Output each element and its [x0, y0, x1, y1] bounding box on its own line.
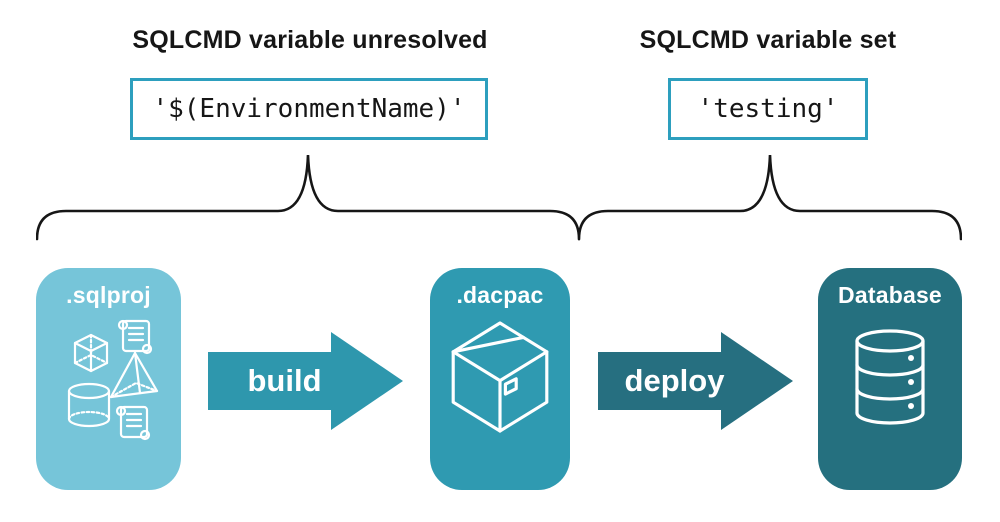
- deploy-arrow: deploy: [598, 332, 793, 430]
- cube-icon: [73, 333, 108, 373]
- caption-unresolved-title: SQLCMD variable unresolved: [132, 26, 488, 54]
- caption-set-title: SQLCMD variable set: [639, 26, 897, 54]
- script-scroll-icon: [117, 319, 152, 355]
- build-arrow-shape: [208, 332, 403, 430]
- script-scroll-icon: [115, 405, 150, 441]
- right-curly-brace: [578, 149, 962, 241]
- right-curly-brace-shape: [578, 154, 962, 241]
- package-icon: [446, 315, 554, 439]
- stage-card-database: Database: [818, 268, 962, 490]
- database-label: Database: [838, 282, 942, 308]
- sql-project-objects-icon: [59, 315, 159, 445]
- stage-card-sqlproj: .sqlproj: [36, 268, 181, 490]
- left-curly-brace: [36, 149, 580, 241]
- code-box-testing-value: 'testing': [668, 78, 868, 140]
- code-box-environment-variable: '$(EnvironmentName)': [130, 78, 488, 140]
- stage-card-dacpac: .dacpac: [430, 268, 570, 490]
- environment-variable-code-text: '$(EnvironmentName)': [152, 94, 466, 124]
- testing-value-code-text: 'testing': [697, 94, 839, 124]
- build-arrow: build: [208, 332, 403, 430]
- cylinder-icon: [67, 382, 110, 428]
- left-curly-brace-shape: [36, 154, 580, 241]
- build-arrow-label: build: [247, 363, 322, 398]
- deploy-arrow-shape: [598, 332, 793, 430]
- deploy-arrow-label: deploy: [624, 363, 725, 398]
- database-icon: [850, 329, 930, 425]
- sqlproj-label: .sqlproj: [66, 282, 151, 308]
- pyramid-icon: [109, 351, 158, 399]
- dacpac-label: .dacpac: [456, 282, 544, 308]
